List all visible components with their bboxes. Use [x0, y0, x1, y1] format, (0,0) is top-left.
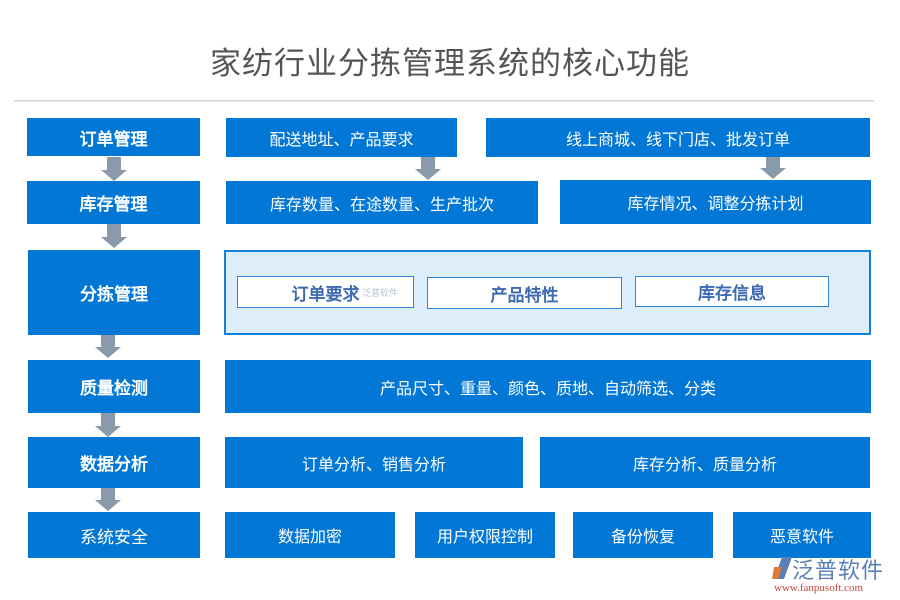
fanpusoft-logo: 泛普软件 www.fanpusoft.com [770, 553, 895, 598]
title-divider [14, 100, 874, 102]
inventory-quality-analysis-box: 库存分析、质量分析 [540, 437, 870, 488]
step-inventory-management: 库存管理 [27, 181, 200, 224]
inventory-detail-box: 库存数量、在途数量、生产批次 [226, 181, 538, 224]
security-malware-box: 恶意软件 [733, 512, 871, 558]
step-data-analysis: 数据分析 [28, 437, 200, 488]
security-encryption-box: 数据加密 [225, 512, 395, 558]
diagram-title: 家纺行业分拣管理系统的核心功能 [210, 46, 690, 82]
step-sorting-management: 分拣管理 [28, 250, 200, 335]
security-backup-box: 备份恢复 [573, 512, 713, 558]
inventory-plan-box: 库存情况、调整分拣计划 [560, 180, 871, 224]
logo-url: www.fanpusoft.com [774, 582, 864, 594]
step-order-management: 订单管理 [27, 118, 200, 156]
security-permission-box: 用户权限控制 [415, 512, 555, 558]
logo-mark-icon [772, 557, 792, 579]
sorting-input-inventory-info: 库存信息 [635, 276, 829, 307]
logo-name: 泛普软件 [792, 559, 885, 584]
quality-detail-box: 产品尺寸、重量、颜色、质地、自动筛选、分类 [225, 360, 871, 413]
order-detail-box: 配送地址、产品要求 [226, 118, 457, 157]
sorting-input-order-requirements: 订单要求 [237, 276, 414, 308]
sales-analysis-box: 订单分析、销售分析 [225, 437, 523, 488]
step-system-security: 系统安全 [28, 512, 200, 558]
step-quality-inspection: 质量检测 [28, 360, 200, 413]
order-channel-box: 线上商城、线下门店、批发订单 [486, 118, 870, 157]
sorting-input-product-features: 产品特性 [427, 277, 622, 309]
watermark-text: 泛普软件 [362, 289, 399, 299]
step-label: 订单管理 [79, 129, 148, 150]
